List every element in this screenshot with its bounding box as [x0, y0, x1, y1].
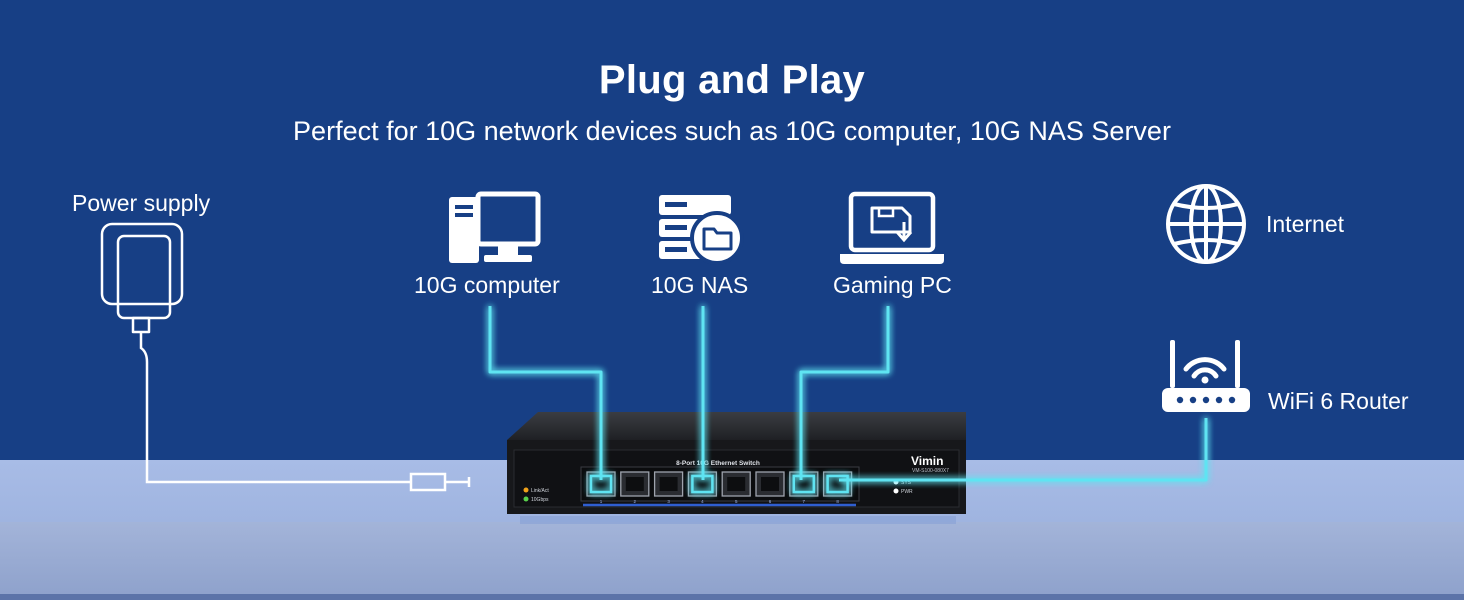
port-number-3: 3	[667, 499, 670, 504]
power-adapter-icon	[100, 222, 184, 334]
switch-port-socket-3	[659, 477, 678, 491]
led-label-10gbps: 10Gbps	[531, 497, 549, 503]
shelf-edge	[0, 594, 1464, 600]
switch-brand: Vimin	[911, 454, 943, 468]
port-number-2: 2	[634, 499, 637, 504]
nas-label: 10G NAS	[651, 272, 749, 298]
page-title: Plug and Play	[598, 58, 866, 102]
port-number-7: 7	[803, 499, 806, 504]
nas-server-icon	[659, 195, 744, 265]
power-cable	[139, 332, 410, 484]
port-number-4: 4	[701, 499, 704, 504]
internet-label: Internet	[1266, 211, 1344, 237]
port-number-6: 6	[769, 499, 772, 504]
ethernet-switch	[507, 412, 966, 524]
connected-port-1	[589, 474, 613, 494]
switch-port-socket-1	[592, 477, 610, 491]
gaming-pc-label: Gaming PC	[833, 272, 952, 298]
connected-port-8	[826, 474, 849, 494]
laptop-icon	[840, 191, 944, 264]
shelf-front	[0, 522, 1464, 594]
switch-port-socket-7	[794, 477, 813, 491]
connected-port-7	[792, 474, 816, 494]
port-number-8: 8	[836, 499, 839, 504]
status-label-sys: SYS	[901, 480, 912, 486]
led-label-link-act: Link/Act	[531, 488, 549, 494]
switch-panel-label: 8-Port 10G Ethernet Switch	[676, 460, 760, 467]
network-cables	[488, 306, 1208, 482]
globe-icon	[1166, 184, 1246, 264]
switch-model: VM-S100-080X7	[912, 468, 949, 474]
switch-port-socket-4	[693, 477, 712, 491]
router-label: WiFi 6 Router	[1268, 388, 1409, 414]
connected-port-4	[691, 474, 714, 494]
power-supply-label: Power supply	[72, 190, 211, 216]
switch-port-5	[721, 471, 751, 497]
switch-port-socket-5	[727, 477, 746, 491]
switch-port-3	[653, 471, 684, 497]
computer-cable	[488, 306, 603, 480]
power-plug	[409, 472, 471, 492]
router-cable	[839, 418, 1208, 482]
page-subtitle: Perfect for 10G network devices such as …	[293, 116, 1171, 146]
desktop-computer-icon	[449, 191, 541, 263]
gaming-pc-cable	[799, 306, 890, 480]
port-number-1: 1	[600, 499, 603, 504]
wifi-router-icon	[1162, 340, 1250, 412]
computer-label: 10G computer	[414, 272, 560, 298]
switch-port-socket-2	[625, 477, 644, 491]
switch-port-socket-6	[761, 477, 779, 491]
status-label-pwr: PWR	[901, 489, 913, 495]
port-number-5: 5	[735, 499, 738, 504]
